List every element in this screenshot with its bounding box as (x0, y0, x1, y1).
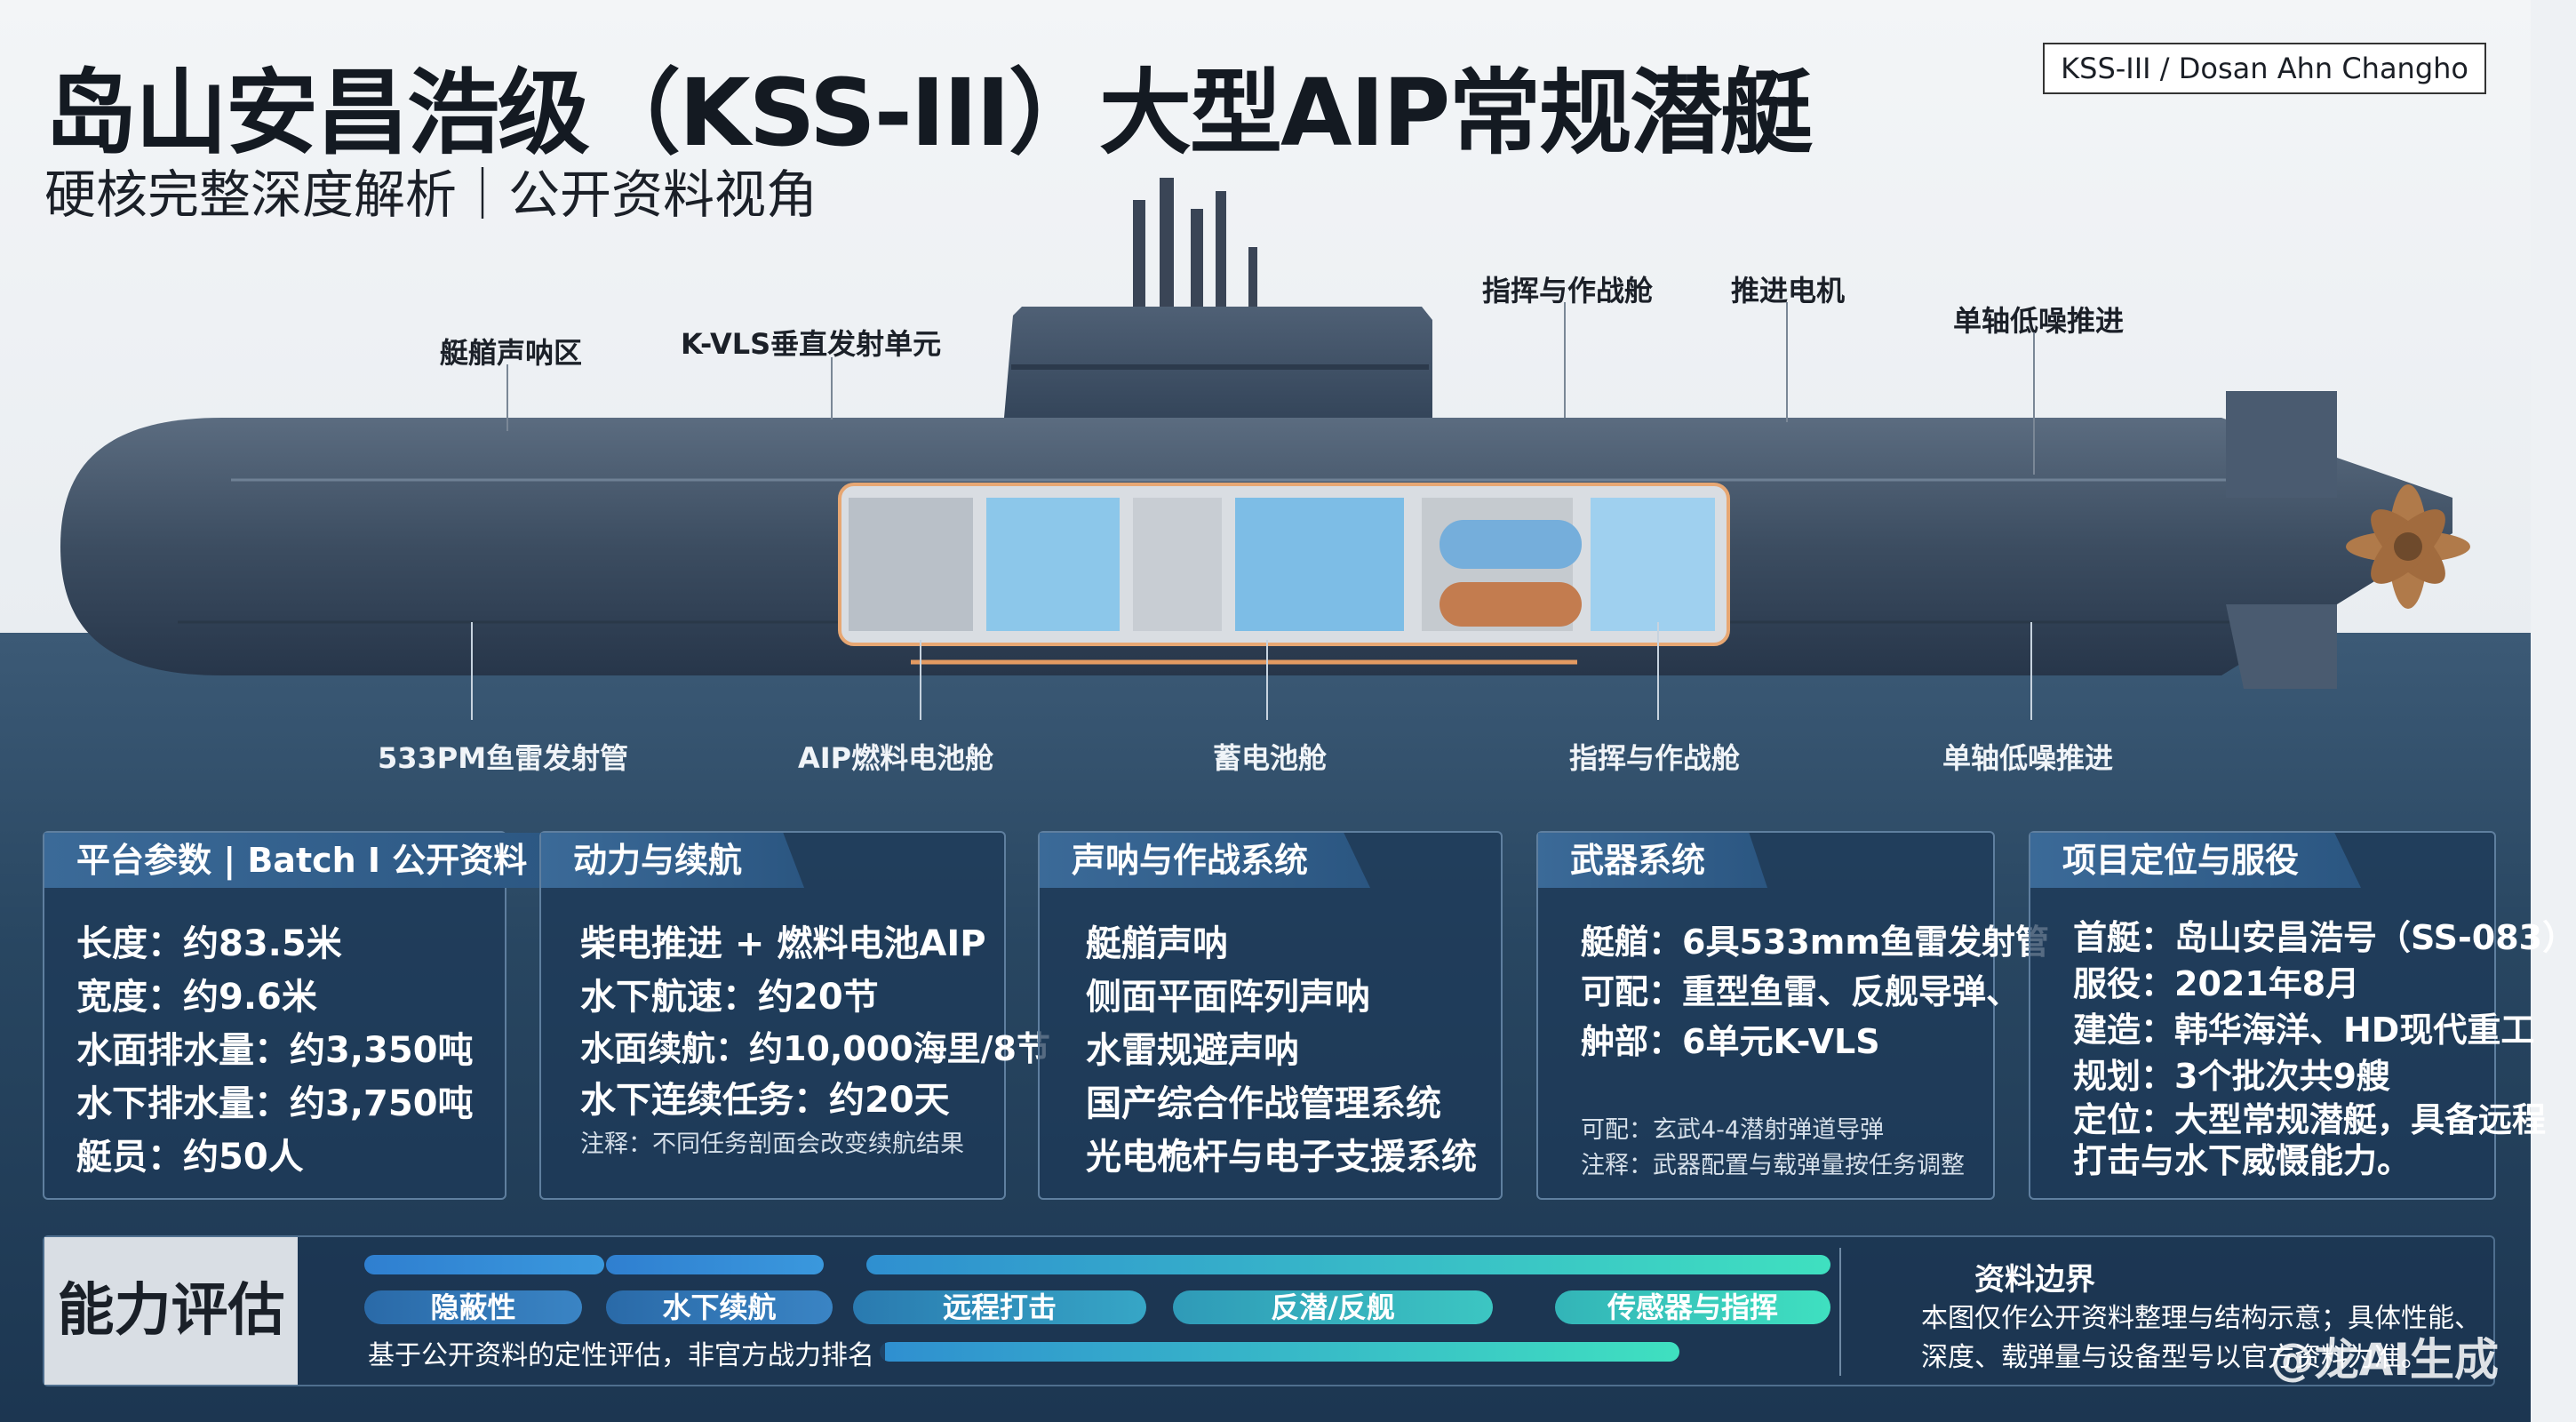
callout-battery: 蓄电池舱 (1213, 741, 1328, 775)
sonar-item: 国产综合作战管理系统 (1086, 1083, 1441, 1124)
program-item: 打击与水下威慑能力。 (2073, 1141, 2412, 1180)
capability-item: 水下续航 (606, 1290, 833, 1324)
upper-rudder (2226, 391, 2337, 498)
program-item: 定位：大型常规潜艇，具备远程 (2073, 1100, 2547, 1139)
capability-item: 远程打击 (853, 1290, 1146, 1324)
spec-range: 水面续航：约10,000海里/8节 (580, 1029, 1050, 1068)
spec-submerged-displacement: 水下排水量：约3,750吨 (76, 1083, 474, 1124)
leader-line (506, 364, 508, 431)
leader-line (471, 622, 473, 720)
panel-title: 项目定位与服役 (2030, 833, 2362, 888)
mast (1248, 247, 1257, 318)
panel-note: 注释：不同任务剖面会改变续航结果 (580, 1130, 964, 1158)
page-title: 岛山安昌浩级（KSS-III）大型AIP常规潜艇 (44, 59, 1813, 167)
leader-line (2033, 332, 2035, 475)
weapon-item: 可配：重型鱼雷、反舰导弹、 (1581, 972, 2021, 1011)
callout-aip: AIP燃料电池舱 (798, 741, 994, 775)
panel-body: 长度：约83.5米 宽度：约9.6米 水面排水量：约3,350吨 水下排水量：约… (76, 917, 487, 1184)
spec-endurance: 水下连续任务：约20天 (580, 1080, 950, 1121)
name-badge: KSS-III / Dosan Ahn Changho (2043, 43, 2486, 94)
submarine-illustration (60, 178, 2470, 689)
data-bounds-box: 资料边界 本图仅作公开资料整理与结构示意；具体性能、 深度、载弹量与设备型号以官… (1839, 1248, 2490, 1376)
bounds-text: 本图仅作公开资料整理与结构示意；具体性能、 深度、载弹量与设备型号以官方资料为准… (1921, 1299, 2481, 1378)
mast (1160, 178, 1174, 316)
panel-title: 武器系统 (1538, 833, 1768, 888)
sonar-item: 光电桅杆与电子支援系统 (1086, 1137, 1477, 1178)
capability-strip: 能力评估 隐蔽性 水下续航 远程打击 反潜/反舰 传感器与指挥 基于公开资料的定… (43, 1235, 2495, 1386)
panel-weapons: 武器系统 艇艏：6具533mm鱼雷发射管 可配：重型鱼雷、反舰导弹、 舯部：6单… (1536, 831, 2049, 1200)
watermark: @龙AI生成 (2269, 1334, 2499, 1386)
leader-line (1266, 640, 1268, 720)
panel-body: 艇艏：6具533mm鱼雷发射管 可配：重型鱼雷、反舰导弹、 舯部：6单元K-VL… (1581, 917, 2049, 1184)
panel-body: 柴电推进 + 燃料电池AIP 水下航速：约20节 水面续航：约10,000海里/… (580, 917, 1050, 1162)
callout-kvls: K-VLS垂直发射单元 (681, 327, 942, 361)
capability-bar (606, 1255, 824, 1274)
page-subtitle: 硬核完整深度解析｜公开资料视角 (44, 164, 818, 225)
aip-tank (1440, 582, 1582, 627)
capability-bar (364, 1255, 604, 1274)
callout-bow-sonar: 艇艏声呐区 (440, 336, 583, 370)
callout-command-top: 指挥与作战舱 (1482, 274, 1654, 308)
capability-bar (880, 1342, 1679, 1362)
spec-beam: 宽度：约9.6米 (76, 977, 317, 1018)
program-item: 首艇：岛山安昌浩号（SS-083） (2073, 918, 2576, 957)
sonar-item: 水雷规避声呐 (1086, 1030, 1299, 1071)
spec-crew: 艇员：约50人 (76, 1137, 304, 1178)
panel-sonar: 声呐与作战系统 艇艏声呐 侧面平面阵列声呐 水雷规避声呐 国产综合作战管理系统 … (1038, 831, 1503, 1200)
capability-item: 隐蔽性 (364, 1290, 582, 1324)
callout-motor: 推进电机 (1731, 274, 1846, 308)
spec-speed: 水下航速：约20节 (580, 977, 879, 1018)
bounds-title: 资料边界 (1974, 1262, 2095, 1298)
mast (1191, 209, 1203, 316)
capability-bar (866, 1255, 1830, 1274)
lower-rudder (2226, 604, 2337, 689)
program-item: 建造：韩华海洋、HD现代重工 (2073, 1011, 2535, 1050)
leader-line (1657, 622, 1659, 720)
callout-propulsion-bottom: 单轴低噪推进 (1942, 741, 2114, 775)
capability-item: 传感器与指挥 (1555, 1290, 1830, 1324)
spec-surface-displacement: 水面排水量：约3,350吨 (76, 1030, 474, 1071)
weapon-item: 艇艏：6具533mm鱼雷发射管 (1581, 923, 2049, 962)
propeller (2346, 484, 2470, 609)
panel-title: 声呐与作战系统 (1040, 833, 1371, 888)
program-item: 规划：3个批次共9艘 (2073, 1057, 2390, 1096)
capability-item: 反潜/反舰 (1173, 1290, 1493, 1324)
panel-program: 项目定位与服役 首艇：岛山安昌浩号（SS-083） 服役：2021年8月 建造：… (2029, 831, 2576, 1200)
panel-body: 艇艏声呐 侧面平面阵列声呐 水雷规避声呐 国产综合作战管理系统 光电桅杆与电子支… (1086, 917, 1483, 1184)
sail (1004, 307, 1432, 418)
capability-title: 能力评估 (44, 1237, 298, 1385)
leader-line (2030, 622, 2032, 720)
weapon-item: 舯部：6单元K-VLS (1581, 1022, 1880, 1061)
panel-title: 平台参数 | Batch I 公开资料 (44, 833, 590, 888)
callout-propulsion-top: 单轴低噪推进 (1953, 304, 2125, 338)
mast (1133, 200, 1145, 316)
spec-propulsion: 柴电推进 + 燃料电池AIP (580, 923, 986, 964)
panel-note: 注释：武器配置与载弹量按任务调整 (1581, 1152, 1965, 1179)
panel-body: 首艇：岛山安昌浩号（SS-083） 服役：2021年8月 建造：韩华海洋、HD现… (2073, 915, 2576, 1181)
bounds-line: 本图仅作公开资料整理与结构示意；具体性能、 (1921, 1303, 2481, 1334)
capability-note: 基于公开资料的定性评估，非官方战力排名 (368, 1333, 885, 1372)
sonar-item: 侧面平面阵列声呐 (1086, 977, 1370, 1018)
callout-command-bottom: 指挥与作战舱 (1569, 741, 1741, 775)
leader-line (1564, 302, 1566, 418)
mast (1216, 191, 1226, 316)
panel-platform: 平台参数 | Batch I 公开资料 长度：约83.5米 宽度：约9.6米 水… (43, 831, 590, 1200)
spec-length: 长度：约83.5米 (76, 923, 342, 964)
leader-line (1786, 302, 1788, 422)
leader-line (831, 357, 833, 419)
bounds-line: 深度、载弹量与设备型号以官方资料为准。 (1921, 1342, 2428, 1373)
program-item: 服役：2021年8月 (2073, 964, 2360, 1003)
leader-line (920, 640, 921, 720)
panel-note: 可配：玄武4-4潜射弹道导弹 (1581, 1116, 1885, 1144)
aip-tank (1440, 520, 1582, 569)
callout-torpedo-tubes: 533PM鱼雷发射管 (378, 741, 629, 775)
sonar-item: 艇艏声呐 (1086, 923, 1228, 964)
panel-propulsion: 动力与续航 柴电推进 + 燃料电池AIP 水下航速：约20节 水面续航：约10,… (539, 831, 1050, 1200)
panel-title: 动力与续航 (541, 833, 805, 888)
